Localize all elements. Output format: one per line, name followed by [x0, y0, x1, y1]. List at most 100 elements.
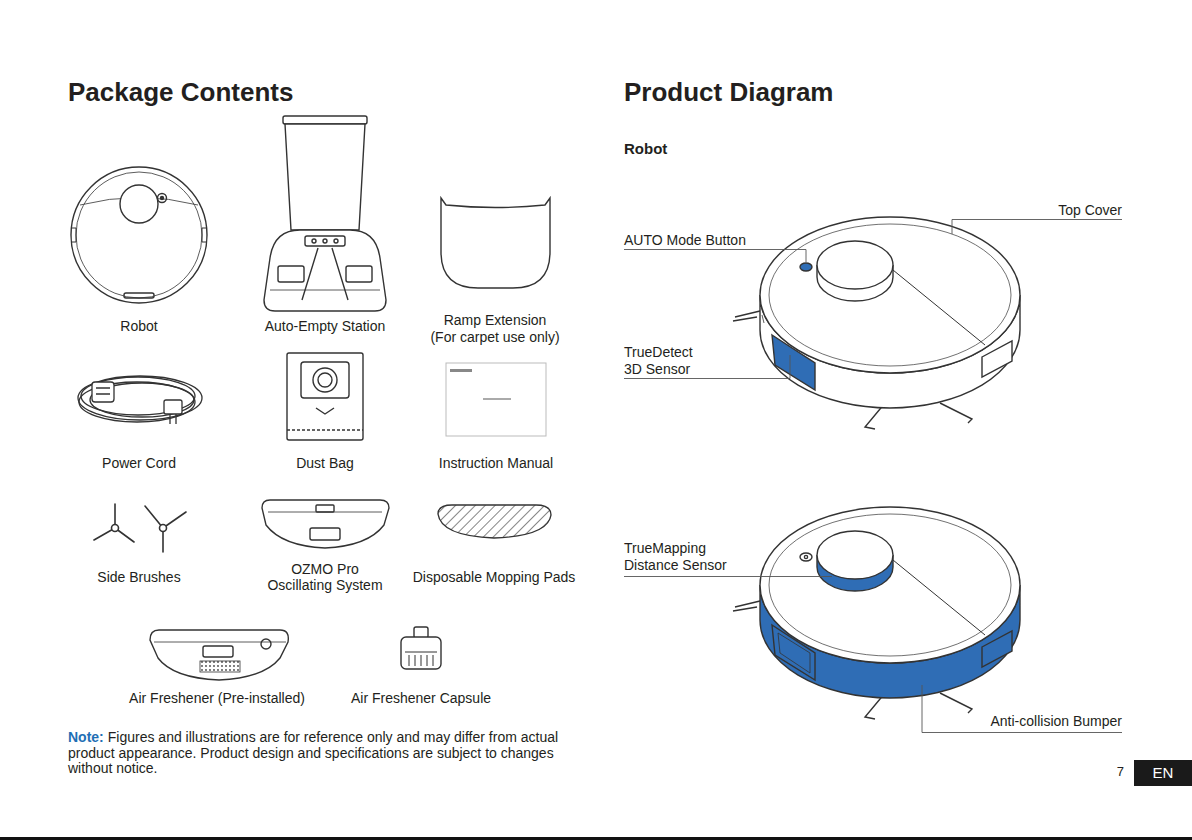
- auto-empty-station-part: [302, 248, 348, 300]
- auto-empty-station-part: [312, 239, 316, 243]
- power-cord-part: [164, 400, 182, 414]
- sub-heading: Robot: [624, 140, 667, 157]
- part-name: TrueMapping: [624, 540, 706, 556]
- robot-perspective-part: [982, 631, 1012, 667]
- language-tab: EN: [1134, 760, 1192, 786]
- side-brushes-part: [112, 525, 119, 532]
- auto-empty-station-part: [270, 290, 380, 291]
- ramp-extension-part: [441, 198, 550, 288]
- power-cord-part: [170, 414, 176, 424]
- auto-empty-station-part: [323, 239, 327, 243]
- item-name: Instruction Manual: [439, 455, 553, 471]
- robot-perspective-part: [772, 625, 815, 680]
- robot-perspective-part: [733, 601, 760, 611]
- auto-empty-station-part: [305, 236, 345, 246]
- robot-perspective: [733, 507, 1020, 719]
- dust-bag-part: [287, 353, 363, 440]
- ozmo-pro-module-part: [262, 500, 389, 548]
- robot-perspective-part: [769, 224, 1011, 366]
- robot-perspective-part: [772, 335, 815, 390]
- air-freshener-part: [261, 639, 271, 649]
- air-freshener-part: [150, 630, 288, 680]
- item-name: Ramp Extension: [444, 312, 547, 328]
- power-cord-part: [79, 382, 195, 422]
- air-freshener-part: [203, 646, 233, 657]
- part-name: Top Cover: [1058, 202, 1122, 218]
- robot-perspective-part: [760, 507, 1020, 663]
- robot-perspective-part: [769, 514, 1011, 656]
- item-name: Dust Bag: [296, 455, 354, 471]
- robot-top-view-part: [158, 194, 167, 203]
- section-title: Package Contents: [68, 79, 293, 105]
- robot-perspective-part: [760, 217, 1020, 373]
- air-freshener: [150, 630, 288, 680]
- auto-empty-station-part: [278, 266, 304, 282]
- note-block: Note:Figures and illustrations are for r…: [68, 730, 578, 777]
- ramp-extension: [441, 198, 550, 288]
- robot-top-view-part: [71, 228, 76, 242]
- part-name: Distance Sensor: [624, 557, 727, 573]
- robot-perspective-part: [817, 531, 893, 579]
- leader-line-part: [952, 220, 1122, 235]
- auto-empty-station-part: [346, 266, 372, 282]
- dust-bag-part: [313, 368, 337, 392]
- auto-empty-station: [264, 116, 386, 311]
- part-name: Anti-collision Bumper: [991, 713, 1123, 729]
- robot-top-view-part: [124, 293, 154, 298]
- section-title: Product Diagram: [624, 79, 834, 105]
- ozmo-pro-module-part: [310, 528, 340, 540]
- dust-bag: [287, 353, 363, 440]
- side-brushes-part: [160, 525, 167, 532]
- item-name: Auto-Empty Station: [265, 318, 386, 334]
- robot-perspective-part: [893, 560, 985, 635]
- auto-empty-station-part: [283, 116, 367, 124]
- leader-line-part: [624, 576, 832, 577]
- item-note: (For carpet use only): [430, 329, 559, 345]
- robot-top-view-part: [71, 167, 207, 303]
- part-name: TrueDetect: [624, 344, 693, 360]
- robot-perspective-part: [762, 315, 764, 323]
- leader-line: [624, 220, 1122, 733]
- robot-top-view-part: [161, 197, 164, 200]
- robot-top-view: [71, 167, 207, 303]
- note-label: Note:: [68, 729, 104, 745]
- item-name: Disposable Mopping Pads: [413, 569, 576, 585]
- robot-top-view-part: [76, 172, 202, 298]
- robot-perspective-part: [800, 553, 812, 561]
- item-name: Oscillating System: [267, 577, 382, 593]
- air-freshener-capsule-part: [405, 652, 437, 666]
- instruction-manual: [446, 363, 546, 436]
- item-name: Robot: [120, 318, 157, 334]
- mopping-pad: [438, 505, 551, 538]
- instruction-manual-part: [450, 369, 472, 372]
- power-cord-part: [92, 382, 114, 402]
- dust-bag-part: [318, 373, 332, 387]
- mopping-pad-part: [438, 505, 551, 538]
- side-brushes: [94, 504, 186, 552]
- dust-bag-part: [316, 408, 334, 414]
- ozmo-pro-module: [262, 500, 389, 548]
- air-freshener-capsule-part: [401, 637, 441, 669]
- note-text: Figures and illustrations are for refere…: [68, 729, 558, 776]
- robot-perspective-part: [893, 270, 985, 345]
- instruction-manual-part: [446, 363, 546, 436]
- robot-top-view-part: [202, 228, 207, 242]
- auto-empty-station-part: [285, 124, 365, 230]
- dust-bag-part: [301, 362, 349, 398]
- item-name: Power Cord: [102, 455, 176, 471]
- part-name: 3D Sensor: [624, 361, 690, 377]
- robot-perspective-part: [800, 263, 812, 271]
- air-freshener-capsule: [401, 627, 441, 669]
- robot-perspective-part: [982, 341, 1012, 377]
- side-brushes-part: [94, 504, 134, 542]
- robot-perspective-part: [733, 311, 760, 321]
- part-name: AUTO Mode Button: [624, 232, 746, 248]
- item-name: Air Freshener (Pre-installed): [129, 690, 305, 706]
- auto-empty-station-part: [264, 230, 386, 311]
- dust-bag-part: [287, 429, 363, 430]
- page-rule: [0, 837, 1192, 840]
- robot-top-view-part: [120, 185, 158, 223]
- robot-perspective: [733, 217, 1020, 429]
- power-cord: [78, 376, 202, 424]
